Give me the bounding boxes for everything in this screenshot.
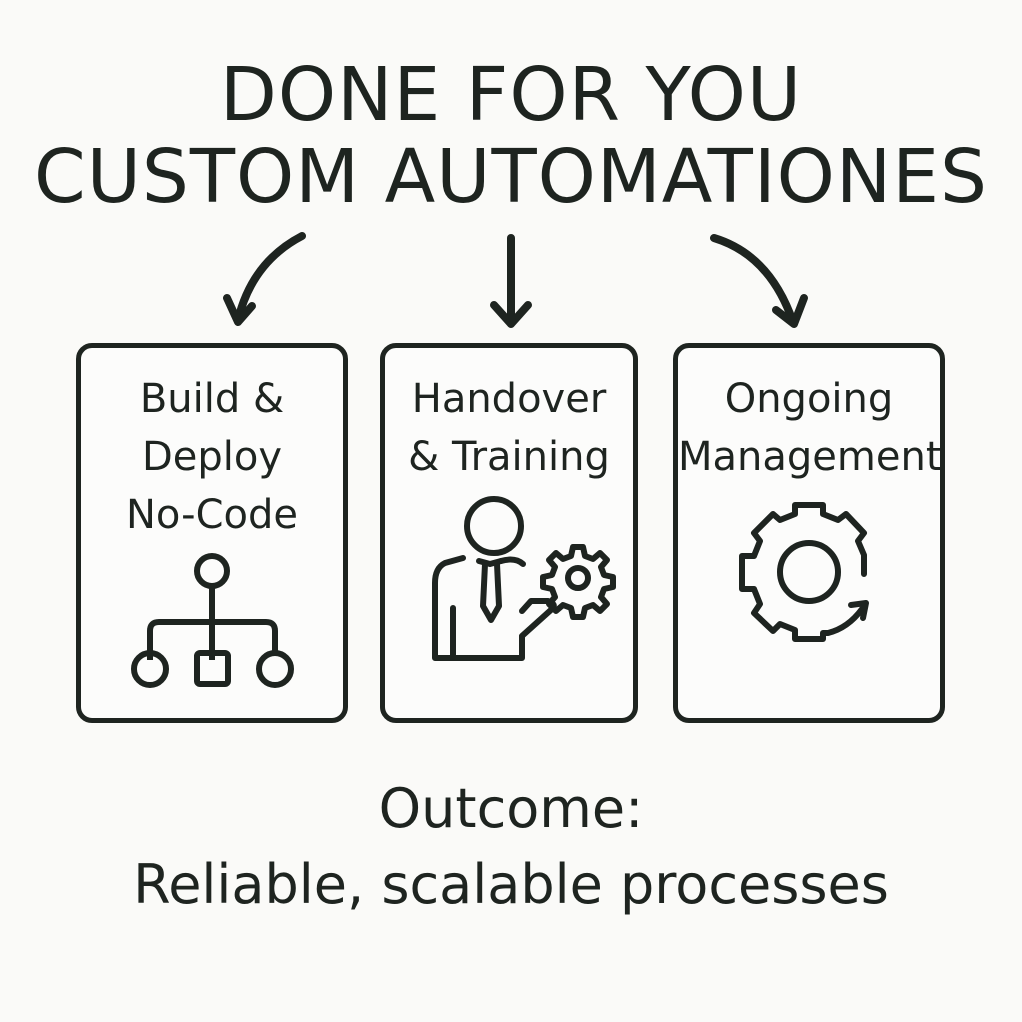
- card-label-line: Build &: [139, 376, 285, 422]
- card-label: Build & Deploy No-Code: [81, 370, 343, 544]
- card-handover-training: Handover & Training: [380, 343, 638, 723]
- gear-with-cycle-arrow-icon: [739, 502, 869, 642]
- card-label-line: No-Code: [126, 492, 298, 538]
- flowchart-hierarchy-icon: [131, 553, 294, 688]
- card-label-line: Deploy: [141, 434, 283, 480]
- arrow-down-icon: [490, 234, 532, 328]
- card-label: Ongoing Management: [678, 370, 942, 486]
- card-ongoing-management: Ongoing Management: [673, 343, 945, 723]
- outcome-text: Reliable, scalable processes: [133, 853, 889, 916]
- arrow-right-icon: [710, 234, 808, 328]
- person-with-gear-icon: [432, 496, 616, 661]
- card-label-line: Ongoing: [724, 376, 894, 422]
- card-build-deploy: Build & Deploy No-Code: [76, 343, 348, 723]
- title-line-2: CUSTOM AUTOMATIONES: [34, 134, 988, 220]
- card-label: Handover & Training: [385, 370, 633, 486]
- card-label-line: Management: [678, 434, 942, 480]
- title-line-1: DONE FOR YOU: [219, 52, 803, 138]
- card-label-line: & Training: [408, 434, 610, 480]
- arrow-left-icon: [223, 232, 306, 326]
- gear-icon: [540, 544, 616, 620]
- card-label-line: Handover: [411, 376, 607, 422]
- outcome-heading: Outcome:: [378, 777, 644, 840]
